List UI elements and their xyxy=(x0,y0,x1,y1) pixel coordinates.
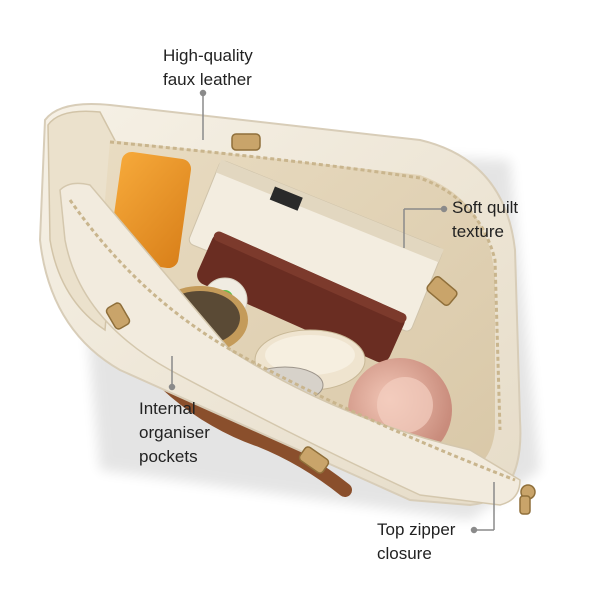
callout-faux-leather: High-quality faux leather xyxy=(163,44,253,92)
callout-line: Soft quilt xyxy=(452,198,519,217)
callout-zipper-closure: Top zipper closure xyxy=(377,518,455,566)
wallet xyxy=(197,231,407,363)
callout-line: closure xyxy=(377,544,432,563)
callout-line: organiser xyxy=(139,423,210,442)
callout-lines xyxy=(168,89,495,534)
callout-line: Internal xyxy=(139,399,196,418)
front-zipper-panel xyxy=(59,182,521,506)
callout-line: Top zipper xyxy=(377,520,456,539)
zipper-track xyxy=(109,140,502,431)
callout-line: High-quality xyxy=(163,46,253,65)
callout-quilt-texture: Soft quilt texture xyxy=(452,196,518,244)
zipper-track-front xyxy=(68,199,516,482)
callout-organiser-pockets: Internal organiser pockets xyxy=(139,397,210,469)
callout-line: faux leather xyxy=(163,70,252,89)
strap-hardware xyxy=(105,133,536,515)
callout-line: texture xyxy=(452,222,504,241)
callout-line: pockets xyxy=(139,447,198,466)
